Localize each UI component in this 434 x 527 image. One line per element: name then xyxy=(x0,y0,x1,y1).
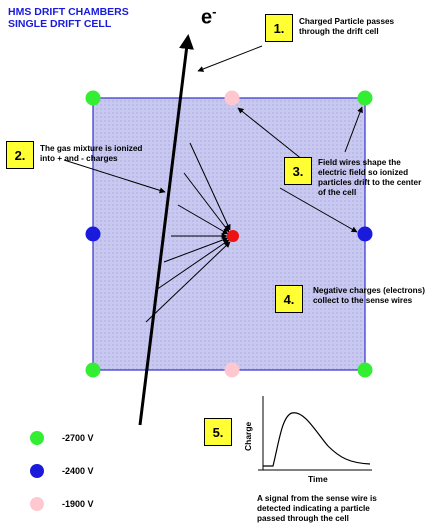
signal-plot-ylabel: Charge xyxy=(243,421,253,451)
signal-curve xyxy=(263,412,371,467)
particle-label: e- xyxy=(201,4,217,29)
field-wire-corner-tl xyxy=(85,90,101,106)
diagram-title: HMS DRIFT CHAMBERS SINGLE DRIFT CELL xyxy=(8,6,129,30)
field-wire-left xyxy=(85,226,101,242)
legend-label-1900: -1900 V xyxy=(62,499,94,509)
legend-swatch-1900 xyxy=(30,497,44,511)
particle-charge: - xyxy=(212,4,217,19)
title-line-2: SINGLE DRIFT CELL xyxy=(8,18,112,30)
step-1-box: 1. xyxy=(265,14,293,42)
particle-track xyxy=(138,34,194,426)
sense-wire xyxy=(227,230,239,242)
legend-swatch-2700 xyxy=(30,431,44,445)
step-5-note: A signal from the sense wire is detected… xyxy=(257,494,377,523)
ionization-arrows xyxy=(145,142,231,323)
field-wire-top xyxy=(224,90,240,106)
step-1-note: Charged Particle passes through the drif… xyxy=(299,17,395,36)
legend-swatch-2400 xyxy=(30,464,44,478)
step-pointer-arrows xyxy=(63,45,363,233)
legend-label-2400: -2400 V xyxy=(62,466,94,476)
signal-plot xyxy=(258,396,372,471)
signal-plot-xlabel: Time xyxy=(308,474,328,484)
field-wire-corner-tr xyxy=(357,90,373,106)
field-wire-bottom xyxy=(224,362,240,378)
step-5-box: 5. xyxy=(204,418,232,446)
step-4-box: 4. xyxy=(275,285,303,313)
step-2-note: The gas mixture is ionized into + and - … xyxy=(40,144,143,163)
title-line-1: HMS DRIFT CHAMBERS xyxy=(8,6,129,18)
step-2-box: 2. xyxy=(6,141,34,169)
field-wire-right xyxy=(357,226,373,242)
field-wire-corner-bl xyxy=(85,362,101,378)
field-wire-corner-br xyxy=(357,362,373,378)
field-wires xyxy=(85,90,373,378)
step-3-box: 3. xyxy=(284,157,312,185)
legend-label-2700: -2700 V xyxy=(62,433,94,443)
step-4-note: Negative charges (electrons) collect to … xyxy=(313,286,425,305)
step-3-note: Field wires shape the electric field so … xyxy=(318,158,422,197)
